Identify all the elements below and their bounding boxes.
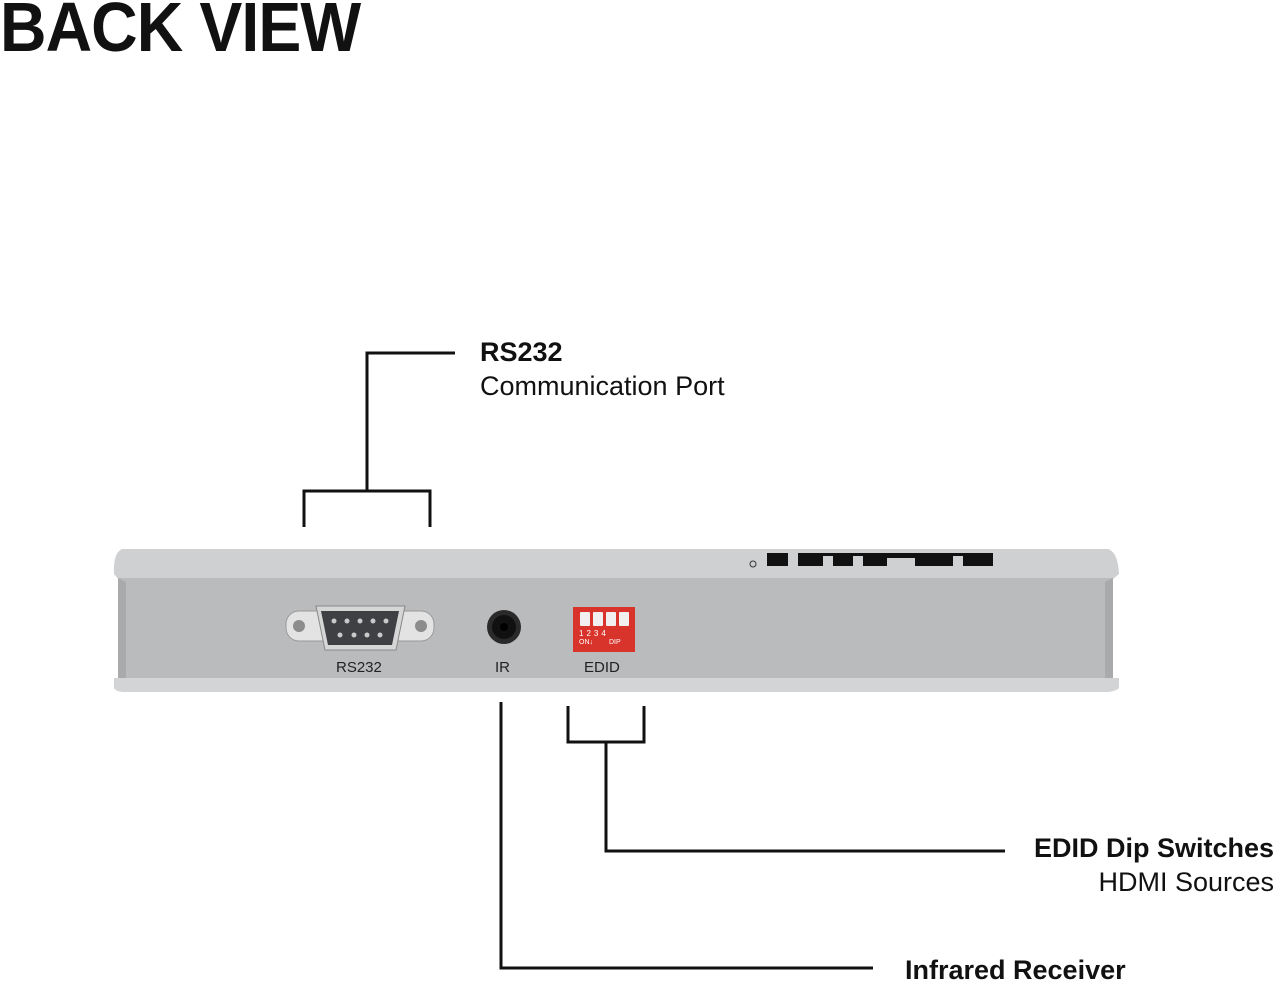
callout-rs232: RS232 Communication Port — [480, 336, 725, 404]
rs232-connector — [285, 605, 435, 651]
ir-leader — [499, 702, 873, 970]
callout-edid-subtitle: HDMI Sources — [1098, 866, 1274, 897]
dip-on-label: ON↓ — [579, 639, 593, 646]
port-label-rs232: RS232 — [336, 659, 382, 676]
dip-switch-2 — [593, 612, 603, 626]
dip-switch-1 — [580, 612, 590, 626]
rs232-leader — [365, 351, 455, 491]
edid-dip-switch: 1234 ON↓ DIP — [573, 607, 635, 652]
port-label-edid: EDID — [584, 659, 620, 676]
callout-edid-title: EDID Dip Switches — [1033, 833, 1274, 863]
port-label-ir: IR — [495, 659, 510, 676]
callout-ir-title: Infrared Receiver — [905, 955, 1126, 985]
callout-edid: EDID Dip Switches HDMI Sources — [1034, 832, 1274, 900]
callout-rs232-subtitle: Communication Port — [480, 370, 725, 401]
edid-bracket — [566, 706, 646, 744]
dip-switch-3 — [606, 612, 616, 626]
rs232-bracket — [302, 489, 432, 527]
dip-label: DIP — [609, 639, 621, 646]
edid-leader — [604, 742, 1005, 853]
page-title: BACK VIEW — [0, 0, 361, 66]
dip-numbers: 1234 — [579, 629, 609, 638]
callout-rs232-title: RS232 — [480, 337, 563, 367]
hdmi-logo — [767, 553, 993, 566]
ir-jack — [487, 610, 521, 644]
callout-ir: Infrared Receiver — [905, 954, 1126, 988]
dip-switch-4 — [619, 612, 629, 626]
